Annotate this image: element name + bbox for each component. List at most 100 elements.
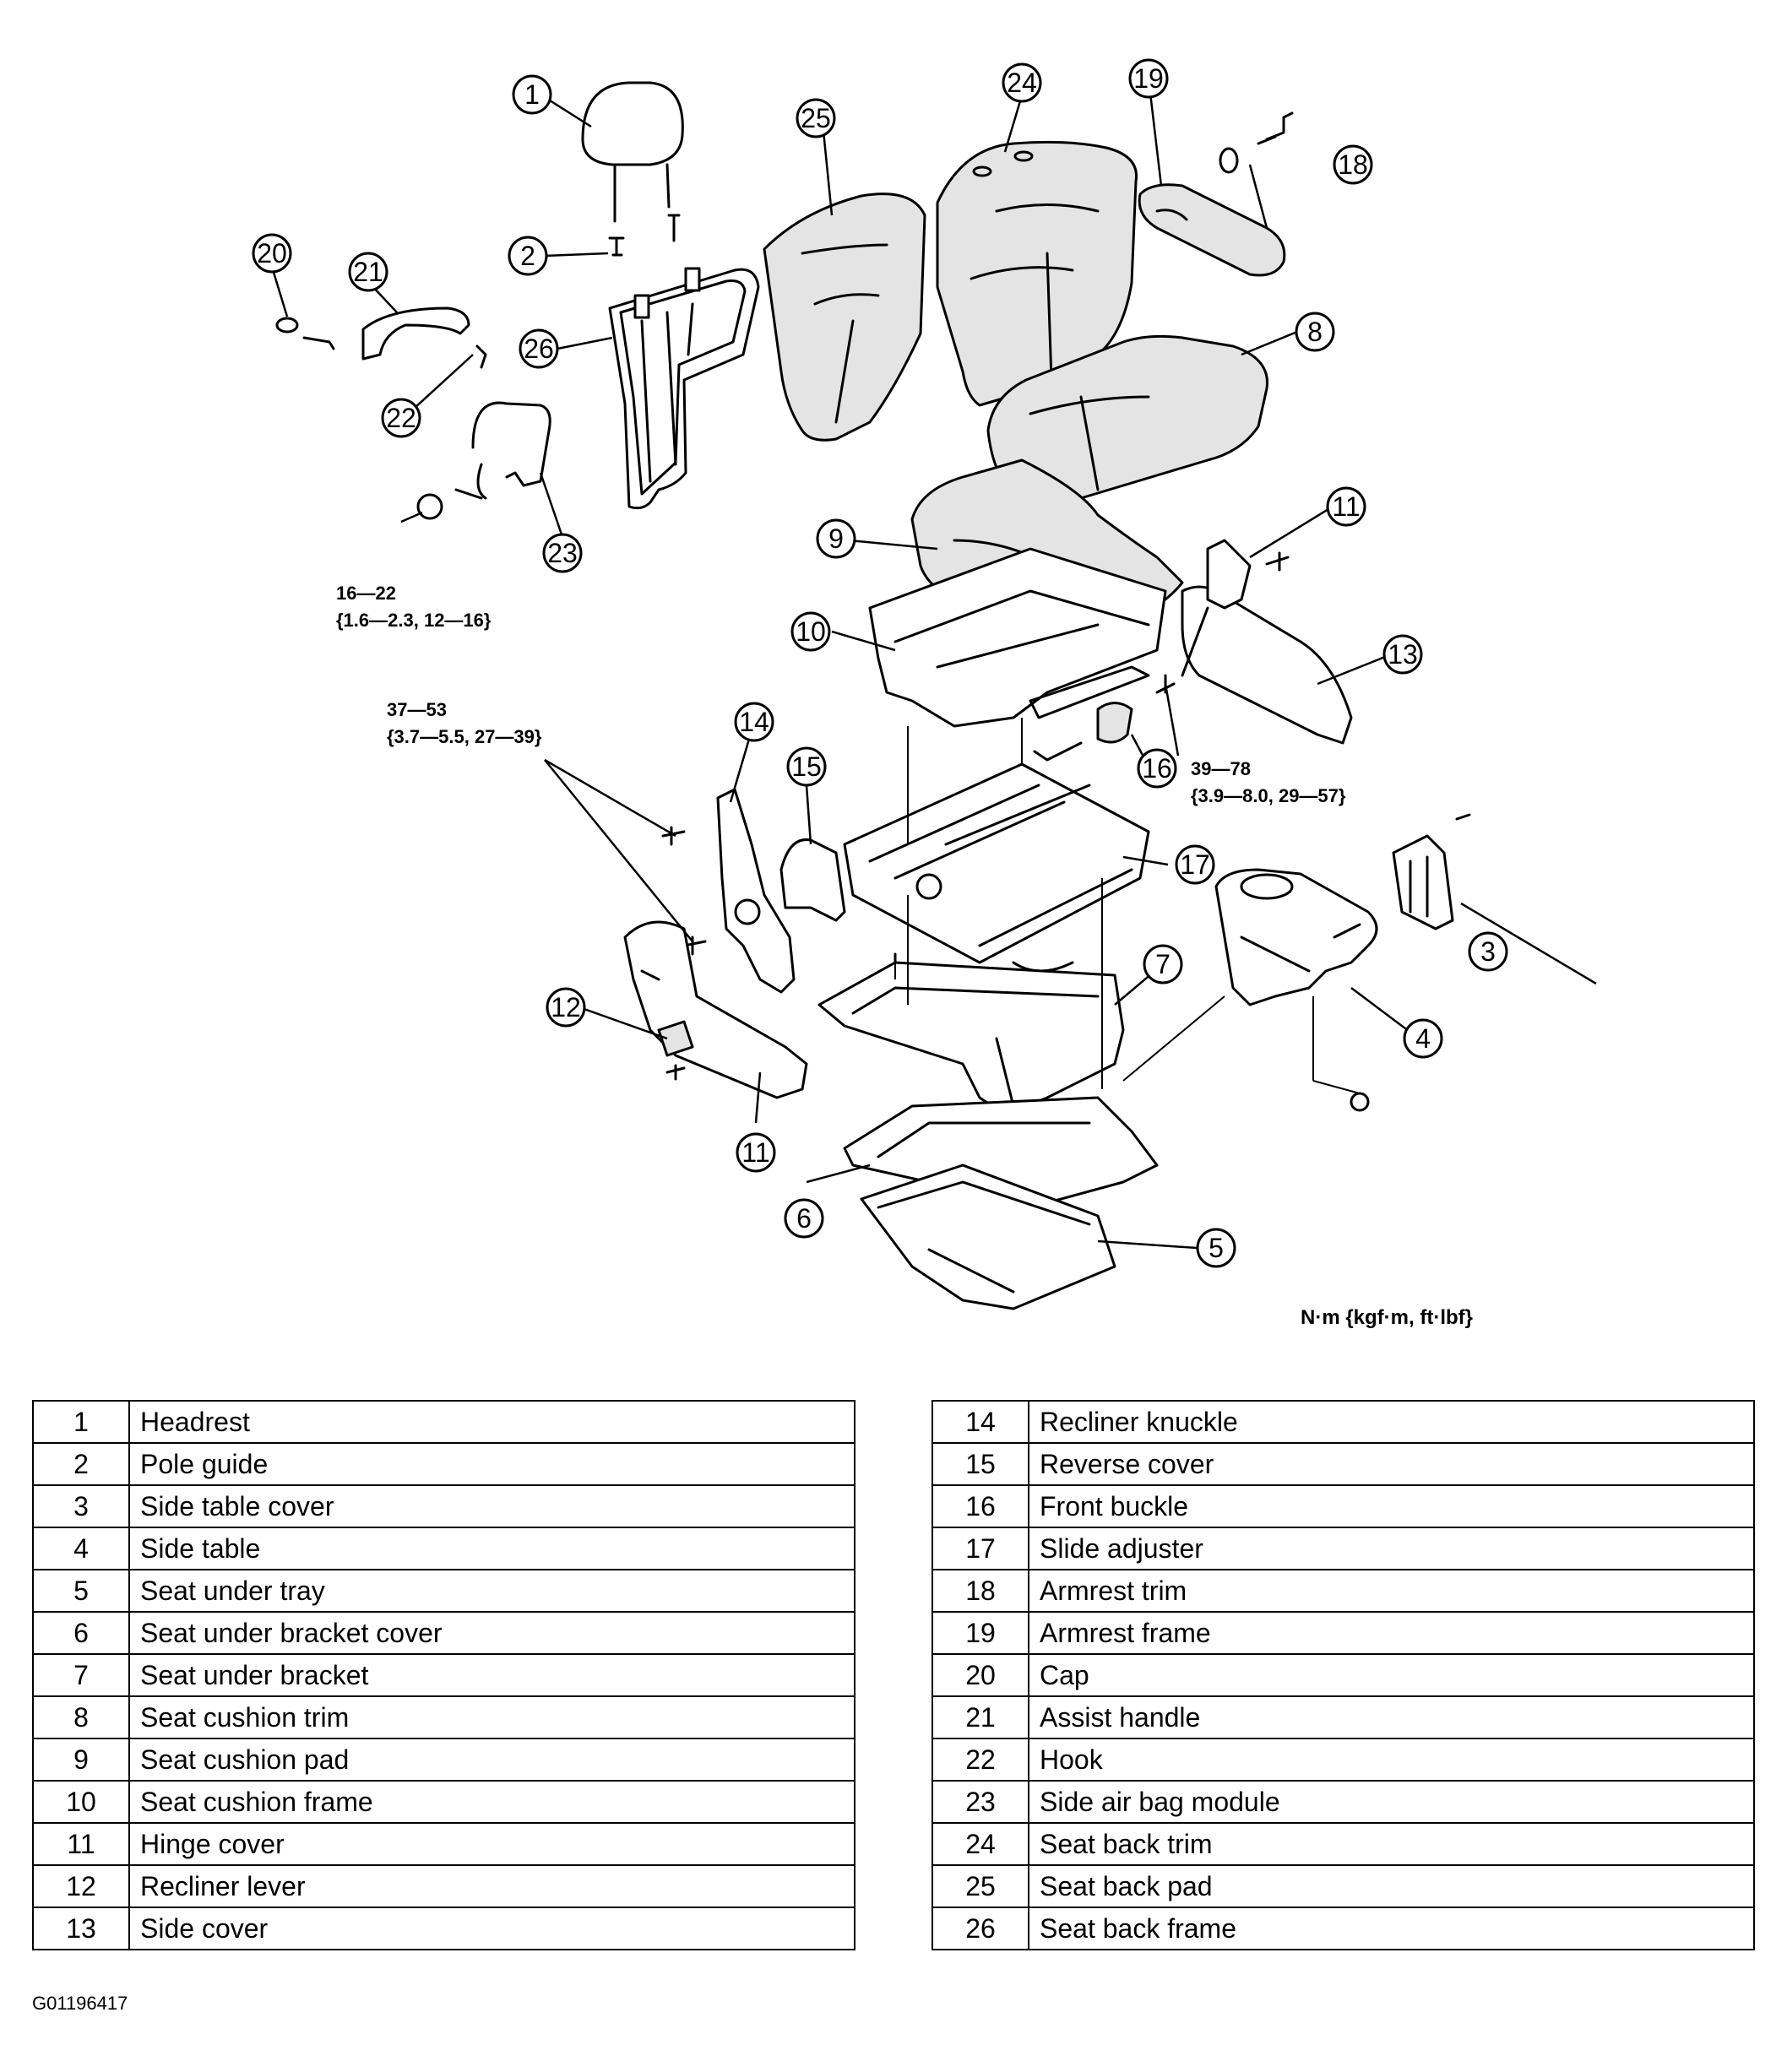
callout-number: 18 — [1338, 149, 1368, 180]
callout-number: 10 — [796, 616, 826, 647]
callout-number: 3 — [1480, 936, 1496, 967]
callout-25: 25 — [796, 98, 836, 138]
callout-number: 14 — [739, 707, 769, 737]
seat-back-trim-drawing — [936, 140, 1138, 407]
reverse-cover-drawing — [779, 838, 846, 922]
callout-number: 21 — [353, 257, 383, 287]
part-number: 23 — [932, 1780, 1029, 1824]
callout-number: 11 — [741, 1137, 769, 1168]
callout-10: 10 — [790, 611, 831, 652]
part-name: Armrest frame — [1028, 1611, 1755, 1655]
part-number: 24 — [932, 1822, 1029, 1866]
part-name: Recliner lever — [128, 1864, 855, 1908]
seat-under-tray-drawing — [860, 1163, 1116, 1310]
part-name: Armrest trim — [1028, 1569, 1755, 1613]
torque-value: 39—78 — [1191, 758, 1251, 779]
part-number: 18 — [932, 1569, 1029, 1613]
part-name: Seat cushion trim — [128, 1695, 855, 1739]
callout-number: 11 — [1332, 491, 1360, 522]
torque-value: 37—53 — [387, 699, 447, 720]
callout-number: 5 — [1209, 1233, 1224, 1263]
exploded-seat-diagram: 1 2 3 4 5 6 7 8 9 10 11 11 12 13 14 15 1… — [252, 58, 1597, 1310]
part-number: 25 — [932, 1864, 1029, 1908]
part-number: 1 — [32, 1400, 130, 1444]
callout-number: 16 — [1142, 753, 1172, 784]
callout-7: 7 — [1143, 944, 1183, 984]
part-number: 3 — [32, 1484, 130, 1528]
hinge-cover-upper-drawing — [1206, 539, 1290, 610]
part-number: 14 — [932, 1400, 1029, 1444]
callout-number: 23 — [547, 538, 578, 568]
callout-number: 19 — [1133, 63, 1164, 94]
callout-number: 26 — [524, 334, 554, 364]
callout-number: 1 — [524, 79, 540, 110]
seat-back-frame-drawing — [608, 267, 760, 510]
callout-number: 22 — [386, 403, 416, 433]
callout-22: 22 — [381, 398, 421, 438]
part-name: Front buckle — [1028, 1484, 1755, 1528]
callout-number: 4 — [1415, 1023, 1431, 1054]
torque-value-alt: {1.6—2.3, 12—16} — [336, 610, 492, 631]
part-name: Side air bag module — [1028, 1780, 1755, 1824]
callout-23: 23 — [542, 533, 583, 573]
seat-cushion-frame-drawing — [868, 547, 1167, 728]
part-number: 19 — [932, 1611, 1029, 1655]
front-buckle-drawing — [1033, 674, 1176, 762]
part-name: Seat cushion frame — [128, 1780, 855, 1824]
torque-value-alt: {3.9—8.0, 29—57} — [1191, 785, 1346, 806]
seat-cushion-trim-drawing — [986, 334, 1268, 503]
callout-11-lower: 11 — [736, 1132, 776, 1173]
seat-back-pad-drawing — [763, 193, 926, 442]
part-name: Assist handle — [1028, 1695, 1755, 1739]
side-air-bag-module-drawing — [416, 401, 551, 520]
callout-20: 20 — [252, 233, 292, 274]
part-number: 22 — [932, 1738, 1029, 1782]
part-number: 4 — [32, 1527, 130, 1570]
part-name: Cap — [1028, 1653, 1755, 1697]
torque-units-note: N·m {kgf·m, ft·lbf} — [1301, 1306, 1473, 1329]
callout-number: 25 — [801, 103, 831, 133]
part-number: 11 — [32, 1822, 130, 1866]
part-name: Side cover — [128, 1907, 855, 1950]
seat-under-bracket-cover-drawing — [843, 1096, 1159, 1218]
part-name: Reverse cover — [1028, 1442, 1755, 1486]
seat-under-bracket-drawing — [817, 961, 1125, 1116]
callout-number: 13 — [1388, 639, 1418, 670]
part-name: Seat back trim — [1028, 1822, 1755, 1866]
callout-17: 17 — [1175, 844, 1215, 885]
part-name: Hook — [1028, 1738, 1755, 1782]
part-name: Seat back frame — [1028, 1907, 1755, 1950]
part-number: 6 — [32, 1611, 130, 1655]
torque-spec-1: 16—22 {1.6—2.3, 12—16} — [336, 583, 492, 631]
part-number: 15 — [932, 1442, 1029, 1486]
figure-id: G01196417 — [32, 1993, 128, 2014]
torque-value-alt: {3.7—5.5, 27—39} — [387, 726, 542, 747]
callout-number: 24 — [1007, 68, 1037, 98]
callout-3: 3 — [1468, 931, 1508, 972]
part-name: Slide adjuster — [1028, 1527, 1755, 1570]
part-number: 5 — [32, 1569, 130, 1613]
part-name: Recliner knuckle — [1028, 1400, 1755, 1444]
part-name: Seat under bracket — [128, 1653, 855, 1697]
part-number: 8 — [32, 1695, 130, 1739]
callout-1: 1 — [512, 74, 552, 115]
part-number: 2 — [32, 1442, 130, 1486]
callout-2: 2 — [508, 236, 548, 276]
callout-number: 7 — [1155, 949, 1171, 979]
callout-number: 15 — [791, 751, 822, 782]
part-number: 9 — [32, 1738, 130, 1782]
callout-24: 24 — [1002, 62, 1042, 103]
